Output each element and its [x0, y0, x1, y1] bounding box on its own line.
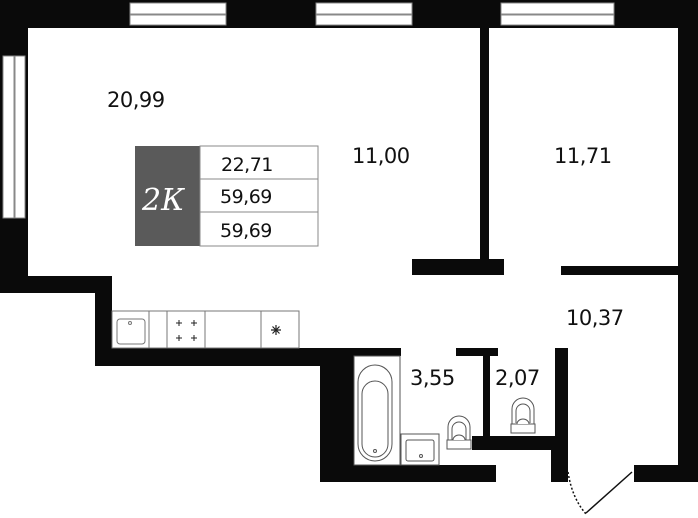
wall-living-bottom	[412, 259, 504, 275]
window-top-1b	[129, 14, 227, 26]
room-area-bedroom-1: 11,00	[352, 144, 410, 168]
wall-bath-top	[320, 348, 401, 356]
wall-bath-bottom-2	[472, 436, 568, 450]
window-top-1	[129, 2, 227, 15]
total-area-balcony-value: 59,69	[220, 220, 272, 242]
window-left-b	[14, 55, 26, 219]
wall-kitchen-bottom	[95, 348, 355, 366]
living-area-value: 22,71	[221, 154, 273, 176]
badge-row-living	[199, 145, 319, 180]
wall-bedroom-partition	[480, 28, 489, 273]
window-top-3b	[500, 14, 615, 26]
wall-entrance	[634, 465, 698, 482]
wall-kitchen-left	[95, 276, 112, 366]
wall-right-inner	[678, 28, 694, 480]
apartment-type: 2К	[141, 183, 185, 218]
wall-left-step	[0, 276, 112, 293]
window-top-2b	[315, 14, 413, 26]
wall-bath-bottom	[320, 465, 496, 482]
badge-row-total-balcony	[199, 211, 319, 247]
room-area-living-kitchen: 20,99	[107, 88, 165, 112]
room-area-wc: 2,07	[495, 366, 540, 390]
wall-bath-top-2	[456, 348, 498, 356]
window-left	[2, 55, 15, 219]
wc-fixtures	[510, 397, 536, 434]
wall-bath-left	[320, 348, 356, 482]
room-area-hallway: 10,37	[566, 306, 624, 330]
walls	[0, 0, 698, 482]
windows	[2, 2, 615, 219]
room-area-bedroom-2: 11,71	[554, 144, 612, 168]
fridge-icon	[271, 325, 281, 335]
window-top-2	[315, 2, 413, 15]
cooktop-icon	[176, 320, 197, 341]
entrance-door[interactable]	[567, 471, 633, 515]
door-leaf	[585, 471, 633, 514]
door-swing-arc	[567, 471, 587, 515]
bathroom-fixtures	[353, 355, 472, 466]
wall-bath-wc	[483, 348, 490, 438]
total-area-value: 59,69	[220, 186, 272, 208]
kitchen-counter	[111, 310, 300, 349]
sink-icon	[116, 318, 146, 345]
window-top-3	[500, 2, 615, 15]
badge-row-total	[199, 178, 319, 213]
badge-type-box	[135, 146, 200, 246]
wall-wc-right	[555, 348, 568, 482]
room-area-bathroom: 3,55	[410, 366, 455, 390]
wall-hall-top	[561, 266, 686, 275]
summary-badge: 2К 22,71 59,69 59,69	[135, 145, 319, 247]
